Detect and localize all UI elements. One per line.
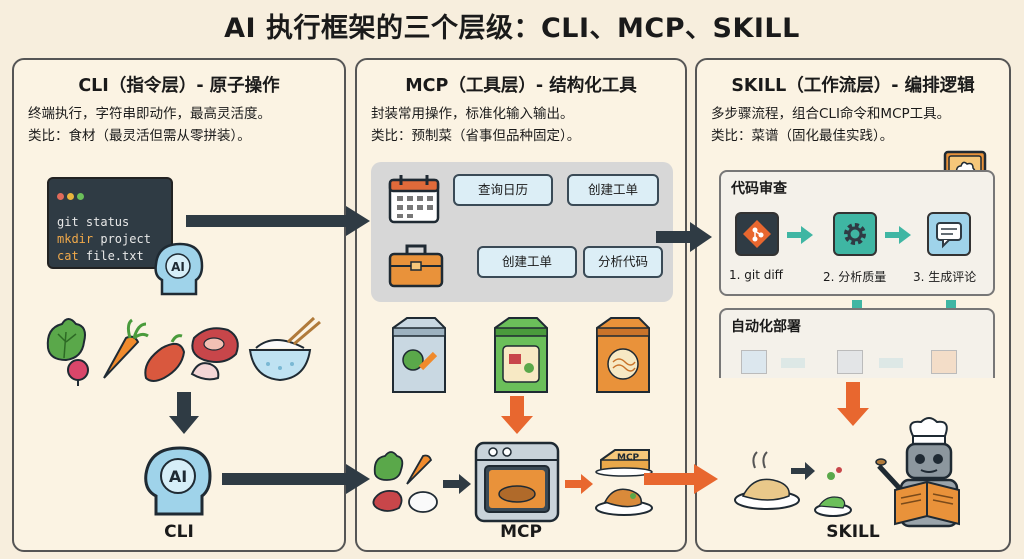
oven-icon: [474, 441, 560, 523]
terminal-line: git status: [57, 215, 130, 229]
mcp-to-skill-arrow-icon: [656, 222, 712, 252]
auto-deploy-title: 自动化部署: [731, 319, 801, 335]
tool-create-ticket: 创建工单: [567, 174, 659, 206]
cli-desc-line2: 类比：食材（最灵活但需从零拼装）。: [28, 128, 251, 144]
faded-arrow-icon-2: [879, 358, 903, 368]
radish-icon: [67, 359, 89, 386]
teal-arrow-icon: [787, 226, 813, 244]
cli-footer-label: CLI: [164, 522, 194, 542]
meal-bag-vegetable-icon: [392, 317, 446, 393]
rocket-icon: [931, 350, 957, 374]
cli-to-mcp-arrow-icon: [186, 206, 370, 236]
ingredients-illustration: [46, 316, 321, 386]
mcp-to-skill-bottom-arrow-icon: [644, 464, 718, 494]
code-review-workflow: 代码审查 1. git diff 2. 分析质量 3. 生成评论: [719, 170, 995, 296]
git-icon: [735, 212, 779, 256]
ai-head-large-icon: AI: [144, 446, 212, 516]
mcp-panel: MCP（工具层）- 结构化工具 封装常用操作，标准化输入输出。 类比：预制菜（省…: [355, 58, 687, 552]
cli-desc-line1: 终端执行，字符串即动作，最高灵活度。: [28, 106, 271, 122]
skill-panel-title: SKILL（工作流层）- 编排逻辑: [731, 76, 975, 96]
cli-to-mcp-bottom-arrow-icon: [222, 464, 370, 494]
mixed-ingredients-icon: [372, 451, 438, 513]
terminal-window: git status mkdir project cat file.txt: [47, 177, 173, 269]
faded-arrow-icon: [781, 358, 805, 368]
cli-panel: CLI（指令层）- 原子操作 终端执行，字符串即动作，最高灵活度。 类比：食材（…: [12, 58, 346, 552]
tool-create-ticket-2: 创建工单: [477, 246, 577, 278]
step-2-label: 2. 分析质量: [823, 270, 887, 284]
prepared-meals-illustration: [392, 317, 650, 393]
calendar-icon: [388, 175, 440, 224]
rice-bowl-icon: [248, 316, 321, 382]
terminal-line: cat file.txt: [57, 249, 144, 263]
mcp-meal-tray-icon: MCP: [595, 449, 653, 516]
tool-collection: 查询日历 创建工单 创建工单 分析代码: [371, 162, 673, 302]
down-arrow-icon: [169, 392, 199, 434]
terminal-line: mkdir project: [57, 232, 151, 246]
mcp-desc-line1: 封装常用操作，标准化输入输出。: [371, 106, 574, 122]
code-review-title: 代码审查: [731, 181, 787, 197]
orange-down-arrow-icon: [501, 396, 533, 434]
auto-deploy-workflow: 自动化部署: [719, 308, 995, 378]
svg-text:MCP: MCP: [617, 453, 640, 463]
steak-icon: [191, 327, 239, 363]
skill-desc-line1: 多步骤流程，组合CLI命令和MCP工具。: [711, 106, 951, 122]
meal-bag-noodle-icon: [596, 317, 650, 393]
svg-text:AI: AI: [169, 467, 187, 486]
skill-panel: SKILL（工作流层）- 编排逻辑 多步骤流程，组合CLI命令和MCP工具。 类…: [695, 58, 1011, 552]
garlic-icon: [190, 362, 220, 381]
orange-right-arrow-icon: [565, 474, 593, 494]
step-3-label: 3. 生成评论: [913, 270, 977, 284]
window-dots-icon: [57, 185, 163, 204]
gear-icon: [833, 212, 877, 256]
tool-analyze-code: 分析代码: [583, 246, 663, 278]
mcp-footer-label: MCP: [500, 522, 542, 542]
step-1-label: 1. git diff: [729, 268, 783, 282]
meal-bag-green-icon: [494, 317, 548, 393]
skill-footer-label: SKILL: [826, 522, 880, 542]
teal-arrow-icon-2: [885, 226, 911, 244]
toolbox-icon: [388, 244, 444, 288]
skill-desc-line2: 类比：菜谱（固化最佳实践）。: [711, 128, 894, 144]
tool-query-calendar: 查询日历: [453, 174, 553, 206]
deploy-step-icon-2: [837, 350, 863, 374]
ai-head-icon: AI: [154, 242, 204, 296]
comment-icon: [927, 212, 971, 256]
mcp-desc-line2: 类比：预制菜（省事但品种固定）。: [371, 128, 581, 144]
page-title: AI 执行框架的三个层级：CLI、MCP、SKILL: [224, 13, 800, 44]
robot-chef-icon: [875, 417, 960, 528]
orange-down-arrow-icon: [837, 382, 869, 426]
finished-dishes-illustration: [734, 451, 852, 517]
deploy-step-icon: [741, 350, 767, 374]
sweet-potato-icon: [144, 334, 186, 382]
svg-text:AI: AI: [171, 260, 185, 274]
cli-panel-title: CLI（指令层）- 原子操作: [78, 76, 280, 96]
small-right-arrow-icon: [443, 474, 471, 494]
lettuce-icon: [46, 318, 86, 362]
carrot-icon: [103, 318, 149, 379]
mcp-panel-title: MCP（工具层）- 结构化工具: [405, 76, 637, 96]
